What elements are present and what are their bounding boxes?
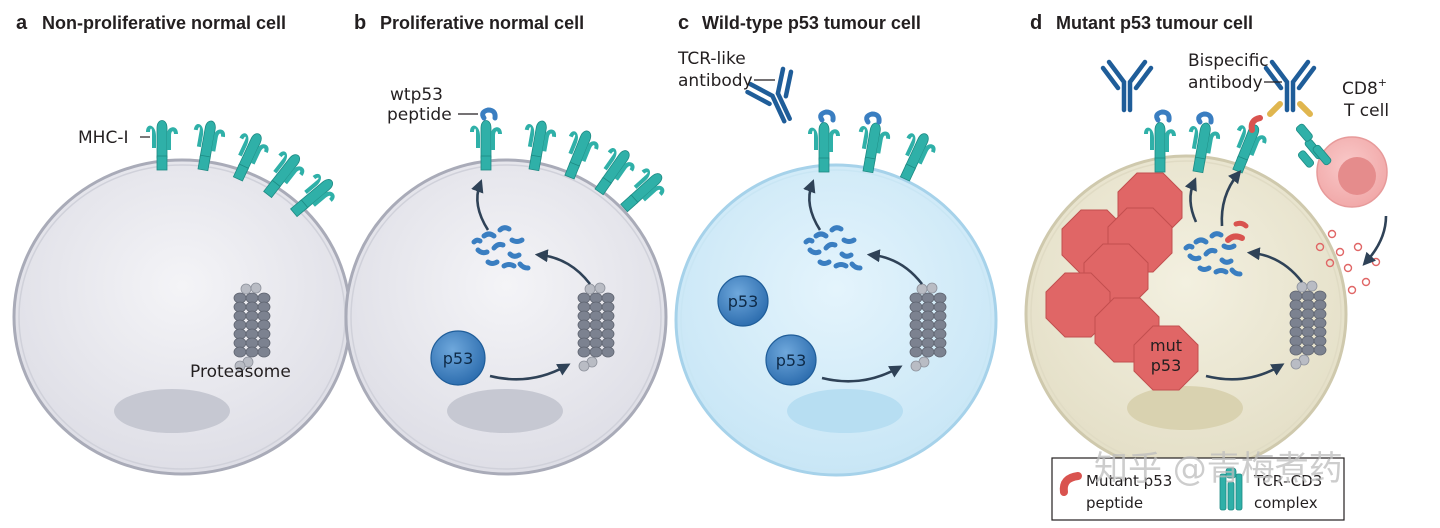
p53-protein xyxy=(717,275,769,327)
panel-a-title: Non-proliferative normal cell xyxy=(42,13,286,33)
wtp53-label-line2: peptide xyxy=(387,105,452,125)
wtp53-peptide-bound xyxy=(480,107,498,121)
legend-item2-line2: complex xyxy=(1254,494,1318,512)
panel-d-letter: d xyxy=(1030,12,1042,34)
panel-d-title: Mutant p53 tumour cell xyxy=(1056,13,1253,33)
antibody-icon xyxy=(1103,62,1151,110)
tcr-label-line1: TCR-like xyxy=(677,49,746,69)
bispecific-label-line2: antibody xyxy=(1188,73,1263,93)
panel-c-cell: p53 p53 TCR-like antibody xyxy=(674,49,998,477)
panel-d-cell: mut p53 xyxy=(1024,62,1348,474)
bispecific-antibody-icon xyxy=(1266,62,1314,117)
mhc-label: MHC-I xyxy=(78,128,128,148)
nucleus-d xyxy=(1127,386,1243,430)
tcr-like-antibody-icon xyxy=(745,66,809,130)
panel-c-header: c Wild-type p53 tumour cell xyxy=(678,12,921,34)
p53-label-c1: p53 xyxy=(728,292,759,311)
tcr-label-line2: antibody xyxy=(678,71,753,91)
p53-protein xyxy=(430,330,486,386)
nucleus-b xyxy=(447,389,563,433)
panel-c-letter: c xyxy=(678,12,689,34)
legend-mutant-peptide-icon xyxy=(1059,472,1082,496)
p53-label-c2: p53 xyxy=(776,351,807,370)
panel-b-header: b Proliferative normal cell xyxy=(354,12,584,34)
panel-b-cell: p53 wtp53 peptide xyxy=(344,85,673,476)
mut-label-line2: p53 xyxy=(1151,356,1182,375)
panel-a-cell: MHC-I Proteasome xyxy=(12,117,352,476)
mutant-peptide-bound xyxy=(1248,115,1263,133)
legend: Mutant p53 peptide TCR–CD3 complex xyxy=(1051,457,1345,521)
legend-item1-line1: Mutant p53 xyxy=(1086,472,1172,490)
tcr-cd3-complex-icon xyxy=(1295,123,1332,168)
legend-item2-line1: TCR–CD3 xyxy=(1253,472,1322,490)
bispecific-label-line1: Bispecific xyxy=(1188,51,1269,71)
panel-a-header: a Non-proliferative normal cell xyxy=(16,12,286,34)
p53-protein xyxy=(765,334,817,386)
nucleus-c xyxy=(787,389,903,433)
panel-d-header: d Mutant p53 tumour cell xyxy=(1030,12,1253,34)
mutant-peptide xyxy=(1225,233,1245,243)
cd8-text: CD8 xyxy=(1342,79,1378,99)
legend-tcr-cd3-icon xyxy=(1219,467,1243,511)
cd8-label-line1: CD8+ xyxy=(1342,76,1387,99)
nucleus-a xyxy=(114,389,230,433)
panel-a-letter: a xyxy=(16,12,28,34)
proteasome-label: Proteasome xyxy=(190,362,291,382)
cd8-superscript: + xyxy=(1378,76,1387,89)
legend-item1-line2: peptide xyxy=(1086,494,1143,512)
mut-label-line1: mut xyxy=(1150,336,1182,355)
cd8-t-cell xyxy=(1295,123,1388,208)
panel-b-title: Proliferative normal cell xyxy=(380,13,584,33)
watermark: 知乎 @青梅煮药 xyxy=(1094,449,1343,489)
cd8-label-line2: T cell xyxy=(1343,101,1389,121)
panel-b-letter: b xyxy=(354,12,366,34)
p53-label: p53 xyxy=(443,349,474,368)
wtp53-label-line1: wtp53 xyxy=(390,85,443,105)
panel-c-title: Wild-type p53 tumour cell xyxy=(702,13,921,33)
